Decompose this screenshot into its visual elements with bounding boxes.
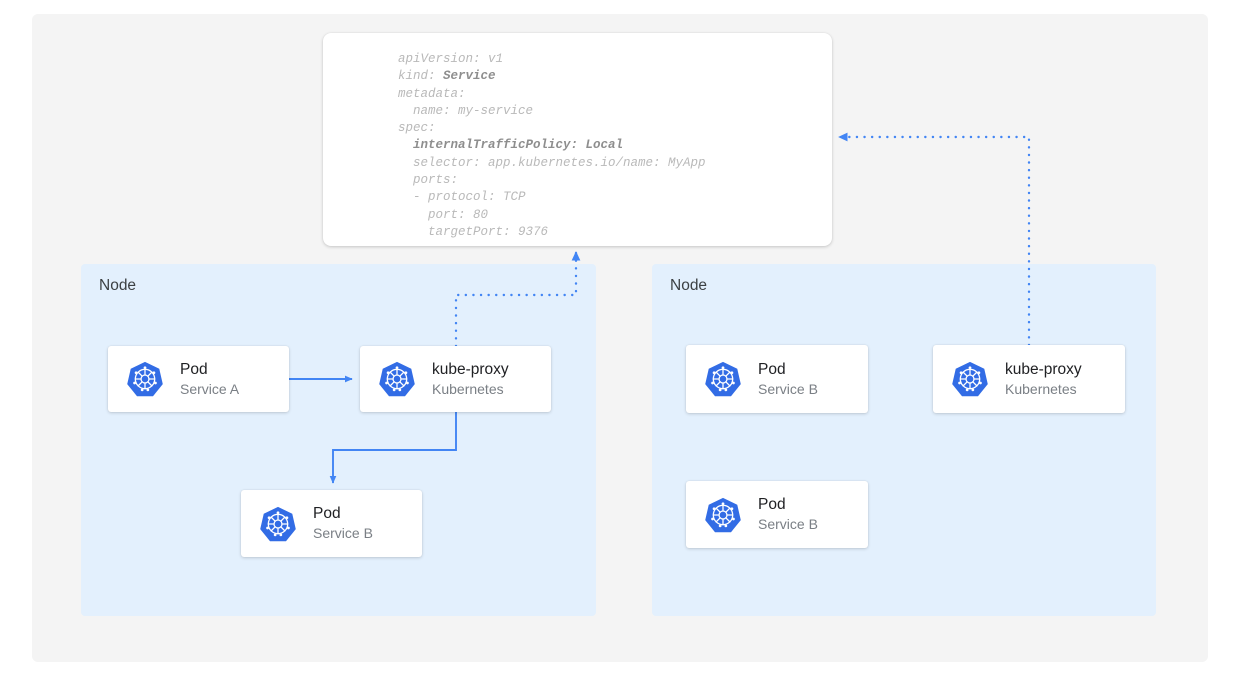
kubernetes-icon: [378, 360, 416, 398]
entity-text-pod-b-right-top: Pod Service B: [758, 360, 818, 399]
entity-title: Pod: [180, 360, 208, 378]
yaml-line: port: 80: [398, 207, 489, 222]
entity-card-pod-b-right-top[interactable]: Pod Service B: [686, 345, 868, 413]
entity-text-pod-b-left: Pod Service B: [313, 504, 373, 543]
node-container-left: Node: [81, 264, 596, 616]
entity-text-pod-a: Pod Service A: [180, 360, 239, 399]
entity-title: Pod: [313, 505, 341, 523]
entity-text-pod-b-right-bottom: Pod Service B: [758, 495, 818, 534]
entity-text-kube-proxy-right: kube-proxy Kubernetes: [1005, 360, 1082, 399]
yaml-line: apiVersion: v1: [398, 52, 504, 66]
node-label-left: Node: [99, 277, 137, 294]
entity-card-pod-b-right-bottom[interactable]: Pod Service B: [686, 481, 868, 548]
yaml-line: - protocol: TCP: [398, 190, 526, 205]
kubernetes-icon: [259, 505, 297, 543]
entity-subtitle: Service B: [758, 516, 818, 533]
yaml-line: selector: app.kubernetes.io/name: MyApp: [398, 155, 706, 170]
kubernetes-icon: [126, 360, 164, 398]
entity-card-pod-b-left[interactable]: Pod Service B: [241, 490, 422, 557]
yaml-line: internalTrafficPolicy: Local: [398, 138, 624, 153]
node-container-right: Node: [652, 264, 1156, 616]
entity-subtitle: Service B: [758, 380, 818, 397]
entity-text-kube-proxy-left: kube-proxy Kubernetes: [432, 360, 509, 399]
entity-title: kube-proxy: [432, 360, 509, 378]
entity-title: kube-proxy: [1005, 360, 1082, 378]
entity-card-kube-proxy-left[interactable]: kube-proxy Kubernetes: [360, 346, 551, 412]
yaml-line: spec:: [398, 121, 436, 136]
entity-title: Pod: [758, 496, 786, 514]
node-label-right: Node: [670, 277, 708, 294]
kubernetes-icon: [704, 496, 742, 534]
service-manifest-code: apiVersion: v1 kind: Service metadata: nam…: [398, 51, 706, 241]
yaml-line: name: my-service: [398, 103, 534, 118]
entity-subtitle: Kubernetes: [1005, 380, 1077, 397]
entity-subtitle: Service A: [180, 380, 240, 397]
entity-subtitle: Kubernetes: [432, 380, 504, 397]
kubernetes-icon: [704, 360, 742, 398]
kubernetes-icon: [951, 360, 989, 398]
entity-subtitle: Service B: [313, 525, 373, 542]
service-manifest-card: apiVersion: v1 kind: Service metadata: nam…: [323, 33, 832, 246]
yaml-line: ports:: [398, 173, 459, 188]
entity-title: Pod: [758, 360, 786, 378]
yaml-line: targetPort: 9376: [398, 224, 549, 239]
yaml-line: kind: Service: [398, 69, 496, 84]
yaml-line: metadata:: [398, 86, 466, 101]
entity-card-pod-a[interactable]: Pod Service A: [108, 346, 289, 412]
entity-card-kube-proxy-right[interactable]: kube-proxy Kubernetes: [933, 345, 1125, 413]
